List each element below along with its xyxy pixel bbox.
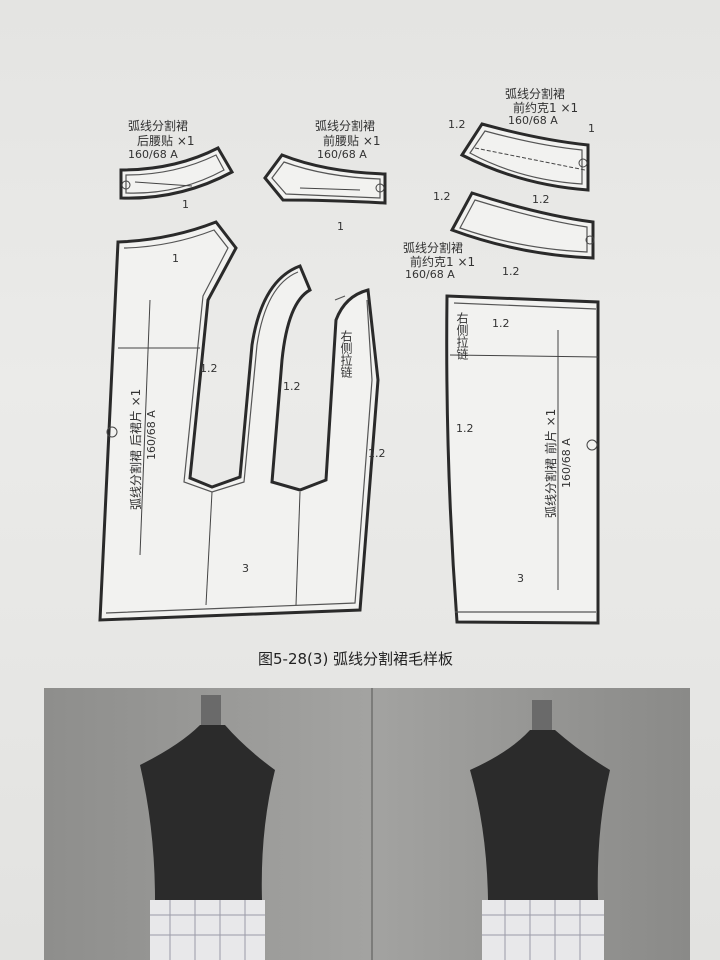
piece-name: 弧线分割裙 <box>505 86 565 101</box>
front-yoke-top-piece: 弧线分割裙 前约克1 ×1 160/68 A 1.2 1 1.2 <box>448 86 595 206</box>
zipper-note: 右侧拉链 <box>455 311 469 360</box>
seam-allowance: 1.2 <box>283 380 301 393</box>
notch-mark <box>375 183 385 193</box>
grainline-arrow <box>299 187 361 191</box>
grainline-arrow <box>134 181 193 187</box>
piece-size: 160/68 A <box>560 438 573 488</box>
seam-allowance: 3 <box>242 562 249 575</box>
zipper-note: 右侧拉链 <box>339 329 353 378</box>
piece-label: 弧线分割裙 后裙片 ×1 <box>128 389 143 510</box>
notch-mark <box>578 158 588 168</box>
seam-allowance: 1.2 <box>368 447 386 460</box>
piece-size: 160/68 A <box>317 148 367 161</box>
piece-name: 弧线分割裙 <box>128 118 188 133</box>
notch-mark <box>121 180 131 190</box>
mannequin-right <box>470 700 610 960</box>
front-yoke-bottom-piece: 弧线分割裙 前约克1 ×1 160/68 A 1.2 1.2 <box>403 190 595 281</box>
piece-label: 弧线分割裙 前片 ×1 <box>543 409 558 518</box>
piece-part: 前约克1 ×1 <box>410 254 475 269</box>
front-skirt-piece: 弧线分割裙 前片 ×1 160/68 A 1.2 1.2 3 右侧拉链 <box>445 294 600 625</box>
piece-size: 160/68 A <box>508 114 558 127</box>
back-facing-piece: 弧线分割裙 后腰贴 ×1 160/68 A 1 <box>119 118 235 211</box>
seam-allowance: 1.2 <box>532 193 550 206</box>
notch-mark <box>585 235 595 245</box>
piece-name: 弧线分割裙 <box>403 240 463 255</box>
grainline-arrow <box>139 299 151 556</box>
piece-size: 160/68 A <box>145 410 158 460</box>
front-facing-piece: 弧线分割裙 前腰贴 ×1 160/68 A 1 <box>263 118 387 233</box>
notch-mark <box>106 426 118 438</box>
piece-size: 160/68 A <box>405 268 455 281</box>
seam-allowance: 1 <box>182 198 189 211</box>
seam-allowance: 1 <box>337 220 344 233</box>
seam-allowance: 1 <box>172 252 179 265</box>
grainline-arrow <box>474 147 586 171</box>
piece-part: 后腰贴 ×1 <box>137 134 195 148</box>
seam-allowance: 1.2 <box>502 265 520 278</box>
mannequin-left <box>140 695 275 960</box>
seam-allowance: 1.2 <box>456 422 474 435</box>
seam-allowance: 1.2 <box>200 362 218 375</box>
back-skirt-piece: 弧线分割裙 后裙片 ×1 160/68 A 1 1.2 1.2 1.2 3 右侧… <box>98 220 386 622</box>
figure-caption: 图5-28(3) 弧线分割裙毛样板 <box>258 650 453 668</box>
seam-allowance: 1.2 <box>448 118 466 131</box>
seam-allowance: 1.2 <box>433 190 451 203</box>
mannequin-photo <box>44 688 690 960</box>
notch-mark <box>586 439 598 451</box>
seam-allowance: 1 <box>588 122 595 135</box>
piece-size: 160/68 A <box>128 148 178 161</box>
seam-allowance: 3 <box>517 572 524 585</box>
piece-name: 弧线分割裙 <box>315 118 375 133</box>
seam-allowance: 1.2 <box>492 317 510 330</box>
piece-part: 前约克1 ×1 <box>513 100 578 115</box>
piece-part: 前腰贴 ×1 <box>323 133 381 148</box>
